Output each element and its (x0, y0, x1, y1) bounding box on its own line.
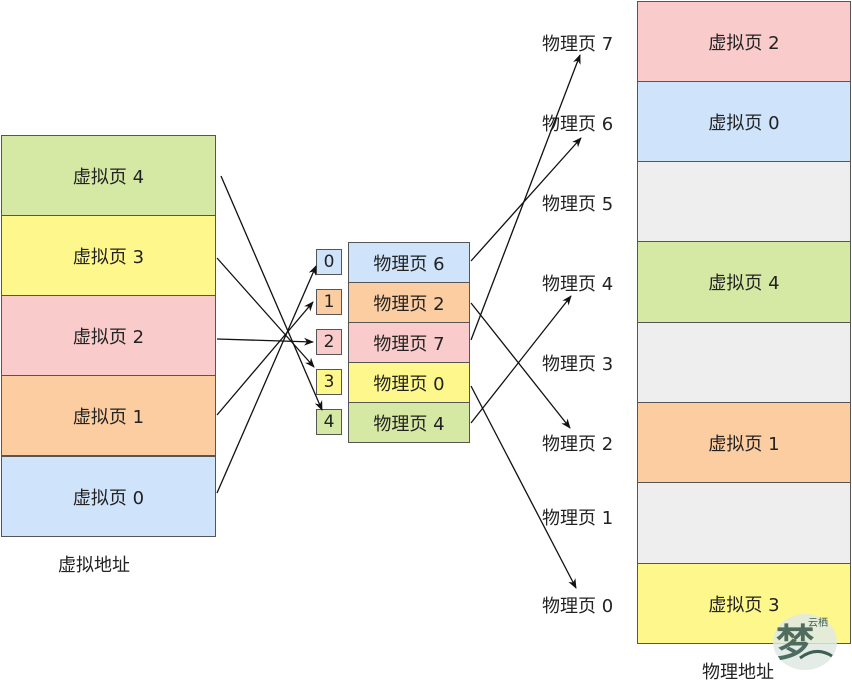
physical-frame-5 (637, 161, 851, 242)
svg-text:梦: 梦 (776, 620, 814, 665)
physical-frame-0: 虚拟页 3 (637, 563, 851, 644)
svg-text:云栖: 云栖 (808, 616, 828, 629)
virtual-page-1: 虚拟页 1 (1, 375, 216, 456)
physical-frame-2: 虚拟页 1 (637, 402, 851, 483)
page-table-entry-0: 物理页 6 (348, 242, 470, 283)
arrow-pt2-to-frame7 (470, 54, 581, 341)
frame-label-5: 物理页 5 (542, 194, 614, 215)
frame-label-7: 物理页 7 (542, 34, 614, 55)
arrow-pt0-to-frame6 (470, 137, 582, 262)
physical-address-caption: 物理地址 (702, 662, 774, 683)
arrow-vp0-to-index0 (216, 265, 317, 494)
arrow-vp2-to-index2 (216, 337, 314, 346)
page-table-index-0: 0 (316, 249, 342, 275)
virtual-page-4: 虚拟页 4 (1, 135, 216, 216)
page-table-index-4: 4 (316, 409, 342, 435)
watermark-logo-icon: 梦 云栖 (770, 608, 840, 672)
virtual-page-2: 虚拟页 2 (1, 295, 216, 376)
frame-label-2: 物理页 2 (542, 434, 614, 455)
arrow-vp4-to-index4 (220, 175, 323, 411)
frame-label-3: 物理页 3 (542, 354, 614, 375)
frame-label-6: 物理页 6 (542, 114, 614, 135)
arrow-pt4-to-frame4 (470, 295, 572, 424)
page-table-index-1: 1 (316, 289, 342, 315)
physical-frame-4: 虚拟页 4 (637, 241, 851, 323)
arrow-vp3-to-index3 (216, 257, 315, 368)
arrow-vp1-to-index1 (216, 301, 314, 416)
physical-frame-1 (637, 482, 851, 564)
frame-label-1: 物理页 1 (542, 508, 614, 529)
arrow-pt1-to-frame2 (470, 302, 571, 429)
virtual-page-3: 虚拟页 3 (1, 215, 216, 296)
virtual-address-caption: 虚拟地址 (58, 555, 130, 576)
physical-frame-6: 虚拟页 0 (637, 81, 851, 162)
physical-frame-3 (637, 322, 851, 403)
page-table-entry-2: 物理页 7 (348, 322, 470, 363)
page-table-index-2: 2 (316, 329, 342, 355)
frame-label-4: 物理页 4 (542, 274, 614, 295)
physical-frame-7: 虚拟页 2 (637, 1, 851, 82)
frame-label-0: 物理页 0 (542, 596, 614, 617)
page-table-entry-4: 物理页 4 (348, 402, 470, 443)
virtual-page-0: 虚拟页 0 (1, 456, 216, 537)
page-table-index-3: 3 (316, 369, 342, 395)
arrow-pt3-to-frame0 (470, 385, 577, 589)
